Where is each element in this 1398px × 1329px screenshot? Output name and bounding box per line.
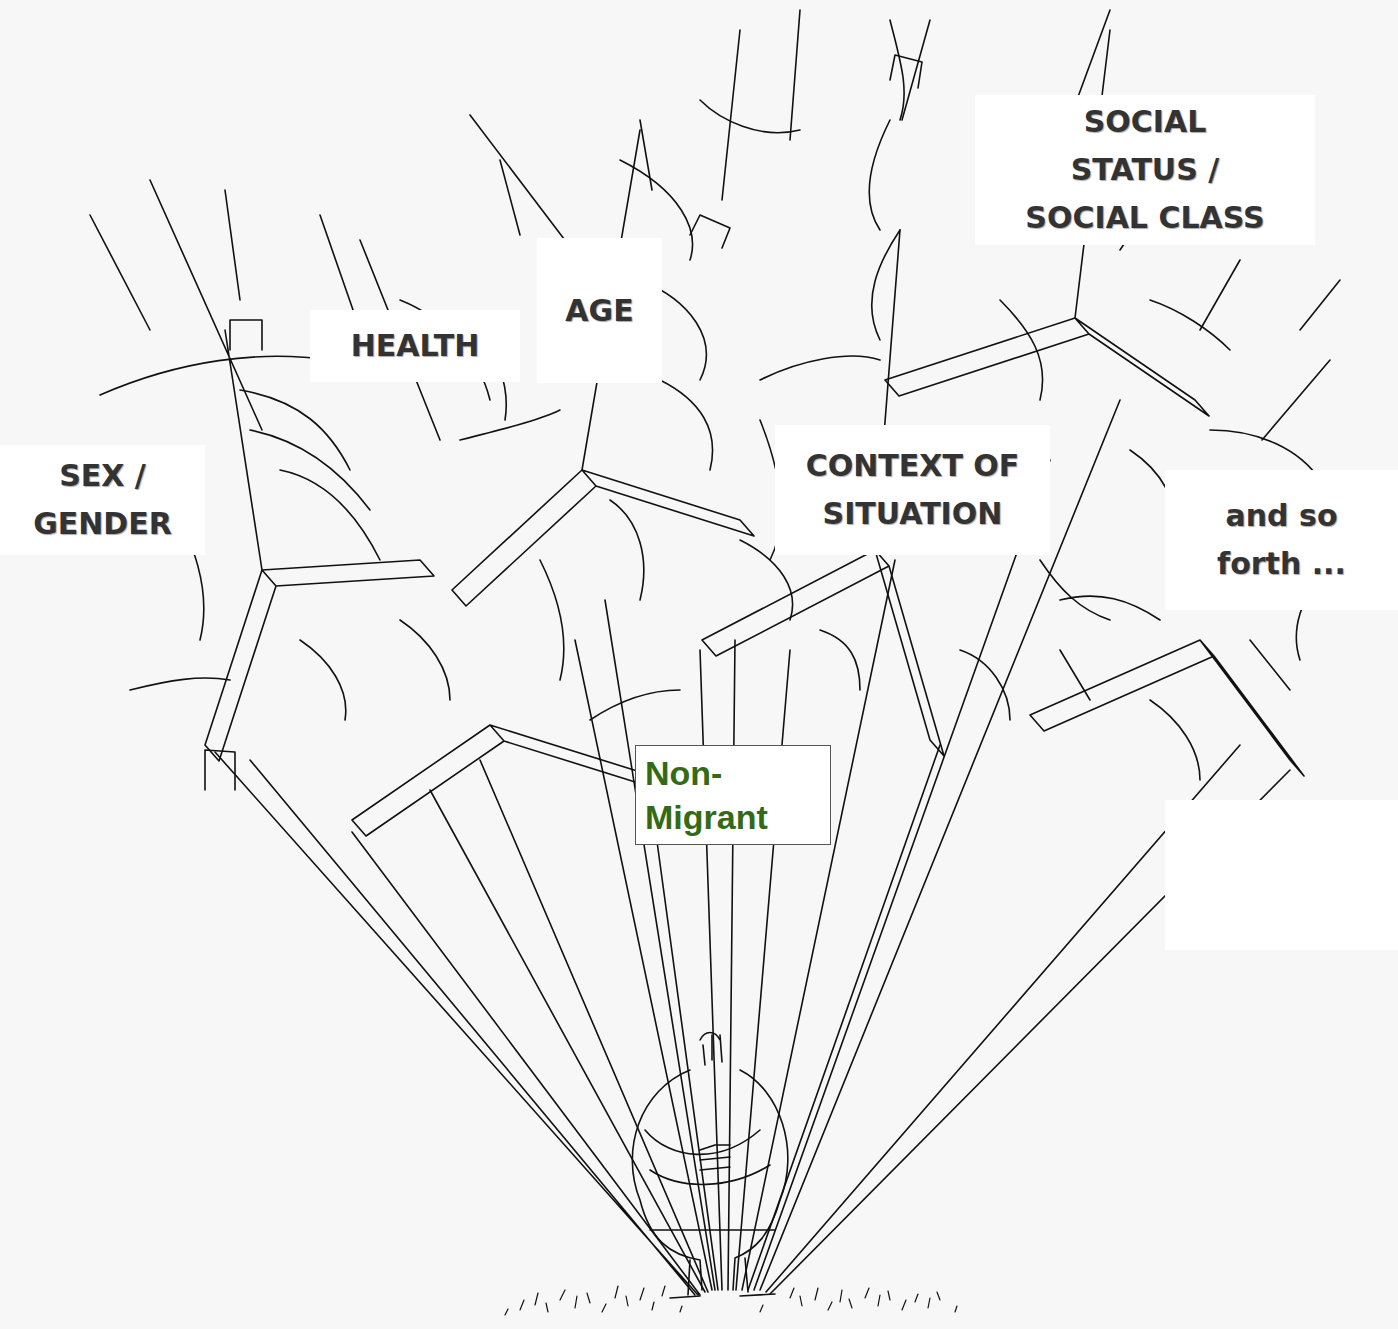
grass (505, 1286, 957, 1315)
label-box: SEX / GENDER (0, 445, 205, 555)
beam-more (1030, 640, 1304, 776)
person-figure (632, 1033, 788, 1299)
beam-context (702, 550, 944, 756)
label-text: SOCIAL STATUS / SOCIAL CLASS (1019, 98, 1271, 242)
upper-strokes (90, 10, 1340, 700)
label-box: and so forth ... (1165, 470, 1398, 610)
label-box: SOCIAL STATUS / SOCIAL CLASS (975, 95, 1315, 245)
stick-lines (215, 400, 1290, 1295)
label-text: and so forth ... (1202, 492, 1362, 588)
beam-health (352, 725, 664, 836)
label-text: Non-Migrant (645, 751, 823, 839)
beam-left (205, 560, 434, 761)
beam-social (885, 318, 1209, 416)
blank-panel (1165, 800, 1398, 950)
label-box: CONTEXT OF SITUATION (775, 425, 1050, 555)
label-text: CONTEXT OF SITUATION (793, 442, 1033, 538)
beam-age (452, 470, 754, 606)
label-text: SEX / GENDER (23, 452, 183, 548)
label-text: AGE (540, 287, 660, 335)
label-text: HEALTH (315, 322, 515, 370)
leaf-curves (100, 20, 1330, 780)
person-label: Non-Migrant (635, 745, 831, 845)
label-box: AGE (537, 238, 662, 383)
label-box: HEALTH (310, 310, 520, 382)
stick-tops (205, 55, 922, 790)
